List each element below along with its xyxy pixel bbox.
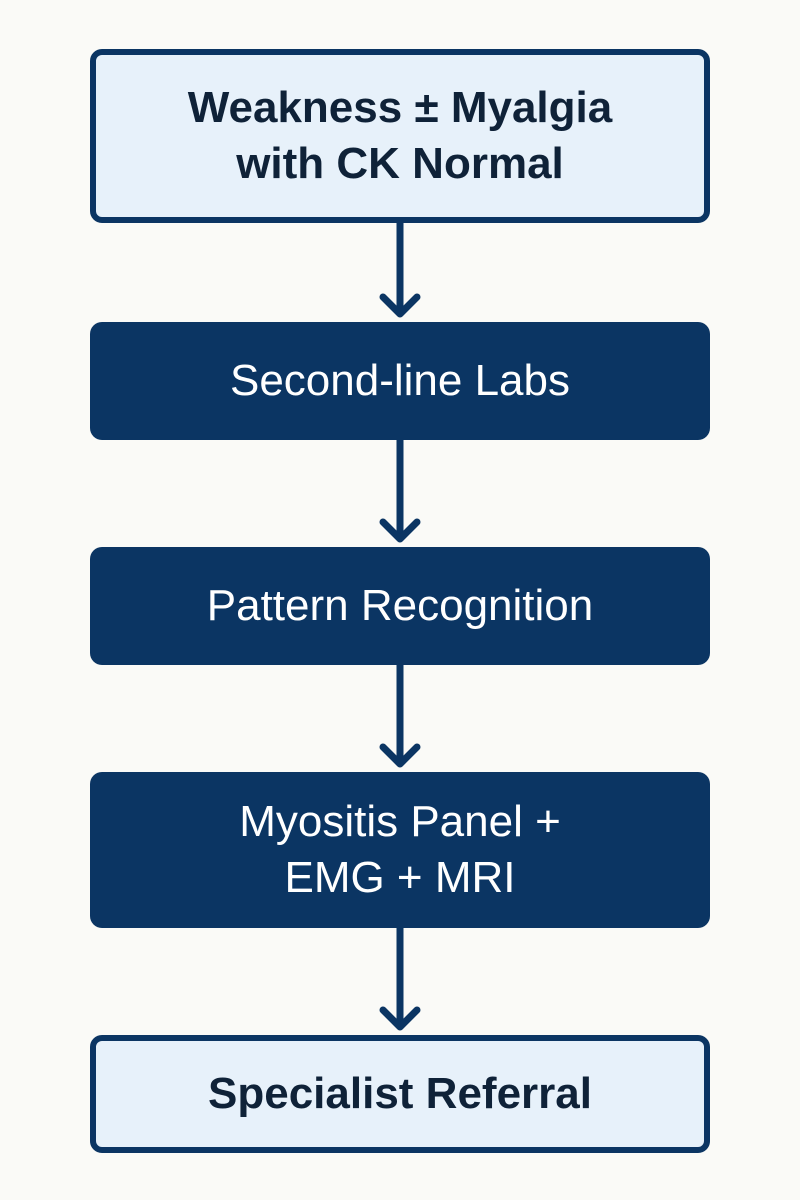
arrowhead-n1-n2 xyxy=(379,293,421,318)
node-pattern-recognition: Pattern Recognition xyxy=(90,547,710,665)
node-weakness-myalgia: Weakness ± Myalgia with CK Normal xyxy=(90,49,710,223)
arrowhead-n3-n4 xyxy=(379,743,421,768)
node-pattern-recognition-label: Pattern Recognition xyxy=(206,581,594,630)
node-specialist-referral-label: Specialist Referral xyxy=(208,1069,592,1118)
arrowhead-n2-n3 xyxy=(379,518,421,543)
node-specialist-referral: Specialist Referral xyxy=(90,1035,710,1153)
node-myositis-panel-emg-mri-label: Myositis Panel + EMG + MRI xyxy=(239,797,561,902)
node-second-line-labs-label: Second-line Labs xyxy=(229,356,570,405)
node-weakness-myalgia-label: Weakness ± Myalgia with CK Normal xyxy=(187,83,613,188)
node-second-line-labs: Second-line Labs xyxy=(90,322,710,440)
arrowhead-n4-n5 xyxy=(379,1006,421,1031)
node-myositis-panel-emg-mri: Myositis Panel + EMG + MRI xyxy=(90,772,710,928)
